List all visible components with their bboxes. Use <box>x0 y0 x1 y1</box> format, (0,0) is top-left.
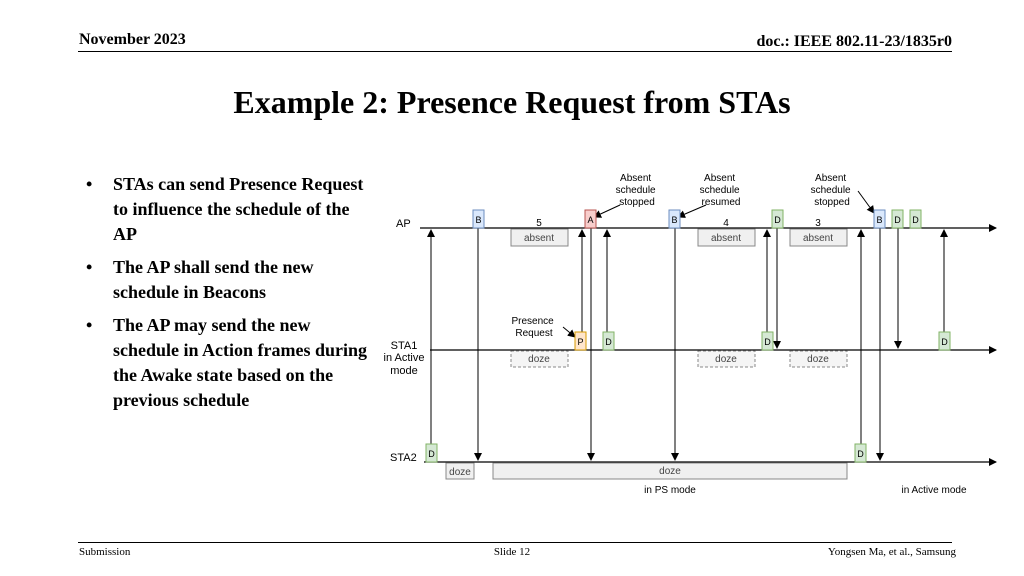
timing-diagram: AP STA1 in Active mode STA2 absent absen… <box>384 173 997 496</box>
beacon-frame: B <box>668 209 681 229</box>
action-frame: A <box>584 209 597 229</box>
bullet-item: STAs can send Presence Request to influe… <box>82 172 372 247</box>
absent-label: absent <box>711 233 741 244</box>
ps-mode-note: in PS mode <box>644 485 696 496</box>
count-label: 5 <box>536 218 542 229</box>
active-mode-note: in Active mode <box>901 485 966 496</box>
svg-text:A: A <box>587 215 593 225</box>
row-label-sta1-sub: in Active <box>384 352 425 364</box>
bullet-list: STAs can send Presence Request to influe… <box>82 172 372 421</box>
footer-submission: Submission <box>79 546 131 558</box>
data-frame: D <box>938 331 951 351</box>
callout-absent-stopped: Absent schedule stopped <box>811 173 854 208</box>
svg-text:D: D <box>941 337 948 347</box>
callout-pointer <box>562 326 576 338</box>
doze-period <box>492 462 848 480</box>
data-frame: D <box>771 209 784 229</box>
data-frame: D <box>602 331 615 351</box>
svg-text:B: B <box>671 215 677 225</box>
header-date: November 2023 <box>79 31 186 48</box>
doze-period <box>510 350 569 368</box>
beacon-frame: B <box>472 209 485 229</box>
row-label-sta1: STA1 <box>391 340 418 352</box>
data-frame: D <box>425 443 438 463</box>
absent-label: absent <box>803 233 833 244</box>
callout-absent-stopped: Absent schedule stopped <box>616 173 659 208</box>
doze-label: doze <box>449 467 471 478</box>
data-frame: D <box>761 331 774 351</box>
doze-period <box>445 462 475 480</box>
svg-text:D: D <box>894 215 901 225</box>
svg-text:D: D <box>764 337 771 347</box>
callout-pointer <box>593 204 621 218</box>
row-label-sta1-sub2: mode <box>390 365 418 377</box>
footer-authors: Yongsen Ma, et al., Samsung <box>827 546 956 558</box>
svg-text:B: B <box>475 215 481 225</box>
doze-label: doze <box>715 354 737 365</box>
row-label-ap: AP <box>396 218 411 230</box>
svg-text:D: D <box>774 215 781 225</box>
header-doc-id: doc.: IEEE 802.11-23/1835r0 <box>756 33 952 50</box>
bullet-item: The AP shall send the new schedule in Be… <box>82 255 372 305</box>
absent-period <box>510 228 569 247</box>
svg-text:D: D <box>428 449 435 459</box>
callout-absent-resumed: Absent schedule resumed <box>700 173 743 208</box>
header-divider <box>78 51 952 52</box>
callout-pointer <box>677 204 707 218</box>
svg-text:D: D <box>605 337 612 347</box>
data-frame: D <box>854 443 867 463</box>
doze-label: doze <box>528 354 550 365</box>
svg-text:D: D <box>857 449 864 459</box>
presence-request-frame: P <box>574 331 587 351</box>
absent-period <box>789 228 848 247</box>
slide-title: Example 2: Presence Request from STAs <box>233 84 791 120</box>
doze-period <box>789 350 848 368</box>
count-label: 4 <box>723 218 729 229</box>
data-frame: D <box>909 209 922 229</box>
absent-period <box>697 228 756 247</box>
beacon-frame: B <box>873 209 886 229</box>
svg-text:B: B <box>876 215 882 225</box>
doze-label: doze <box>659 466 681 477</box>
doze-period <box>697 350 756 368</box>
footer-divider <box>78 542 952 543</box>
callout-pointer <box>857 190 875 214</box>
row-label-sta2: STA2 <box>390 452 417 464</box>
callout-presence-request: Presence Request <box>511 316 556 339</box>
count-label: 3 <box>815 218 821 229</box>
data-frame: D <box>891 209 904 229</box>
doze-label: doze <box>807 354 829 365</box>
svg-text:P: P <box>577 337 583 347</box>
footer-slide-number: Slide 12 <box>493 546 531 558</box>
bullet-item: The AP may send the new schedule in Acti… <box>82 313 372 413</box>
absent-label: absent <box>524 233 554 244</box>
svg-text:D: D <box>912 215 919 225</box>
